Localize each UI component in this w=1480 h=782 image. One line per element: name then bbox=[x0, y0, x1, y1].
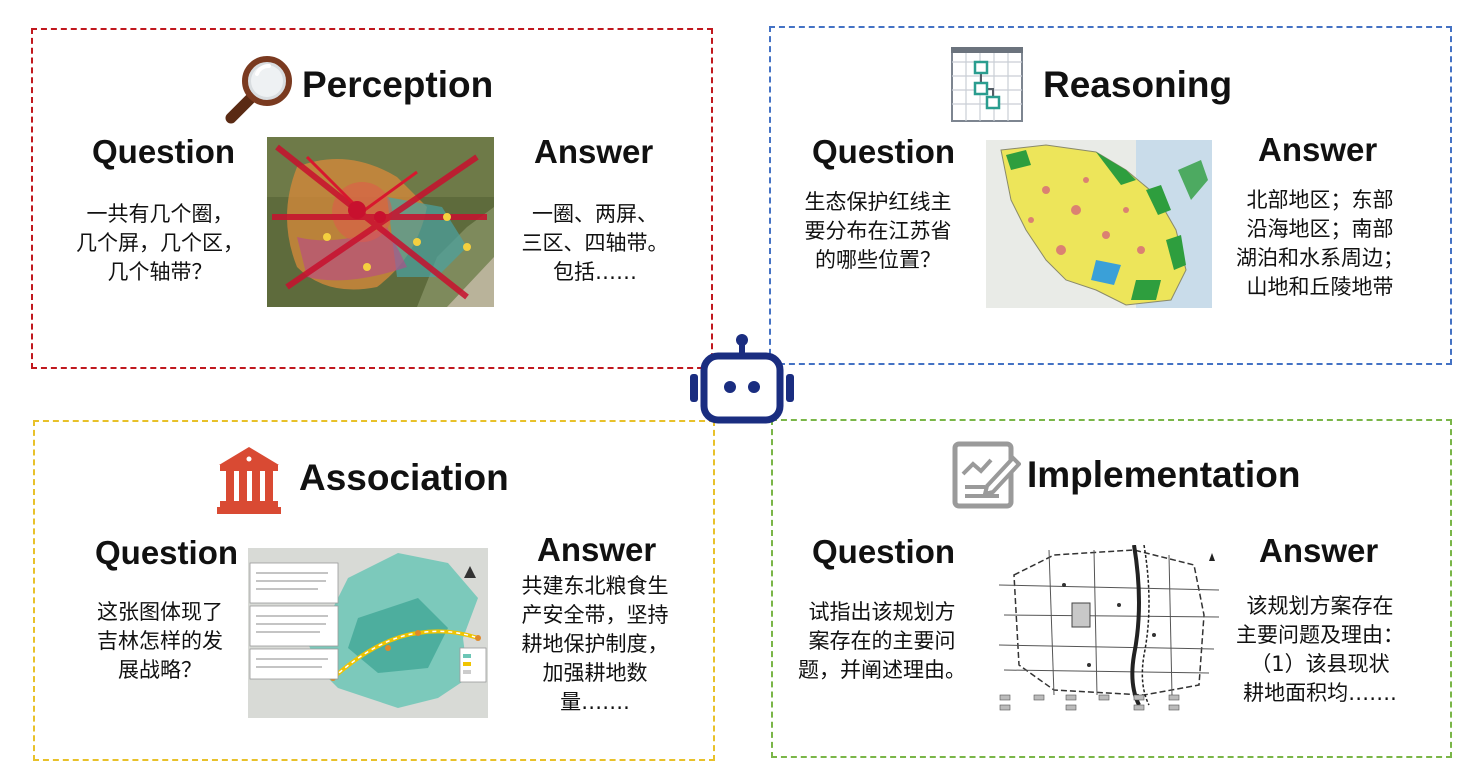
perception-question-label: Question bbox=[92, 133, 236, 170]
association-question-text: 这张图体现了 吉林怎样的发 展战略？ bbox=[97, 600, 223, 682]
association-map-image bbox=[248, 548, 488, 718]
perception-question-text: 一共有几个圈， 几个屏，几个区， 几个轴带？ bbox=[76, 202, 244, 284]
perception-answer-text: 一圈、两屏、 三区、四轴带。 包括…… bbox=[521, 202, 669, 284]
implementation-question-label: Question bbox=[812, 533, 956, 570]
perception-map-image bbox=[267, 137, 494, 307]
association-answer-label: Answer bbox=[537, 531, 657, 568]
magnifier-icon bbox=[223, 52, 295, 128]
association-answer-text: 共建东北粮食生 产安全带，坚持 耕地保护制度， 加强耕地数 量……. bbox=[521, 574, 669, 714]
flowchart-grid-icon bbox=[951, 47, 1023, 126]
perception-title: Perception bbox=[302, 64, 494, 105]
perception-panel bbox=[31, 28, 713, 369]
reasoning-question-label: Question bbox=[812, 133, 956, 170]
implementation-answer-text: 该规划方案存在 主要问题及理由： （1）该县现状 耕地面积均……. bbox=[1236, 594, 1404, 705]
implementation-question-text: 试指出该规划方 案存在的主要问 题，并阐述理由。 bbox=[798, 600, 966, 682]
reasoning-answer-text: 北部地区；东部 沿海地区；南部 湖泊和水系周边； 山地和丘陵地带 bbox=[1236, 188, 1404, 299]
reasoning-question-text: 生态保护红线主 要分布在江苏省 的哪些位置？ bbox=[804, 190, 952, 272]
perception-answer-label: Answer bbox=[534, 133, 654, 170]
association-title: Association bbox=[299, 457, 509, 498]
reasoning-title: Reasoning bbox=[1043, 64, 1233, 105]
robot-icon bbox=[688, 332, 796, 428]
reasoning-map-image bbox=[986, 140, 1212, 308]
implementation-title: Implementation bbox=[1027, 454, 1301, 495]
association-question-label: Question bbox=[95, 534, 239, 571]
association-panel bbox=[33, 420, 715, 761]
implementation-panel bbox=[771, 419, 1452, 758]
reasoning-panel bbox=[769, 26, 1452, 365]
edit-document-icon bbox=[951, 440, 1022, 514]
reasoning-answer-label: Answer bbox=[1258, 131, 1378, 168]
implementation-plan-image bbox=[994, 545, 1224, 715]
implementation-answer-label: Answer bbox=[1259, 532, 1379, 569]
classical-building-icon bbox=[217, 445, 281, 519]
